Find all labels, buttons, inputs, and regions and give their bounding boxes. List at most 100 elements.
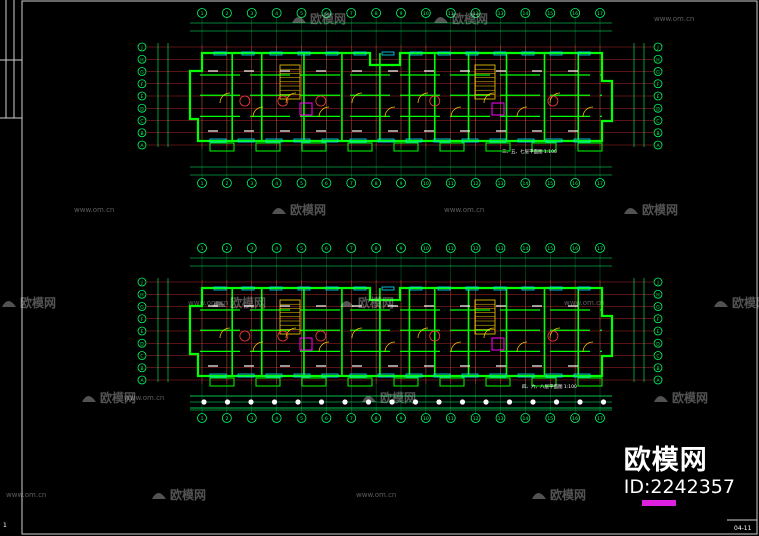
window: [269, 286, 283, 291]
axis-label-side: A: [656, 378, 660, 384]
axis-label-side: J: [140, 45, 142, 51]
door-swing: [285, 327, 297, 339]
axis-bubble-bottom: [470, 413, 481, 423]
axis-label-top: 8: [375, 11, 378, 17]
axis-label-side: B: [140, 366, 143, 372]
axis-label-side: J: [656, 280, 658, 286]
axis-label-top: 13: [498, 11, 504, 17]
axis-bubble-side: [653, 351, 663, 360]
axis-bubble-top: [495, 8, 506, 18]
door-swing: [285, 92, 297, 104]
axis-label-top: 1: [201, 11, 204, 17]
axis-label-bottom: 6: [325, 181, 328, 187]
axis-bubble-bottom: [371, 178, 382, 188]
ground-light: [600, 399, 607, 405]
axis-label-bottom: 13: [498, 416, 504, 422]
brand-logo-icon: [340, 301, 354, 307]
ground-light: [224, 399, 231, 405]
axis-label-side: F: [657, 317, 660, 323]
axis-bubble-bottom: [445, 178, 456, 188]
site-watermark-text: www.om.cn: [124, 394, 164, 402]
ground-light: [295, 399, 301, 405]
axis-label-top: 16: [572, 246, 578, 252]
axis-bubble-top: [470, 8, 481, 18]
axis-label-top: 10: [423, 11, 429, 17]
axis-bubble-bottom: [197, 413, 207, 423]
balcony: [439, 377, 465, 387]
axis-label-bottom: 10: [423, 416, 429, 422]
window: [545, 138, 563, 143]
brand-watermark-text: 欧模网: [170, 487, 206, 502]
axis-label-side: G: [656, 70, 660, 76]
axis-label-bottom: 2: [225, 416, 228, 422]
window: [265, 373, 283, 378]
brand-logo-icon: [2, 301, 16, 307]
door-swing: [483, 327, 495, 339]
balcony: [301, 142, 327, 152]
sheet-mark: 1: [3, 522, 7, 529]
axis-label-side: B: [656, 366, 659, 372]
axis-bubble-side: [653, 363, 663, 373]
site-watermark-text: www.om.cn: [444, 206, 484, 214]
axis-bubble-top: [595, 243, 605, 253]
window: [461, 373, 479, 378]
door-swing: [417, 327, 429, 339]
balcony: [347, 377, 373, 387]
axis-bubble-top: [221, 8, 232, 18]
site-watermark-text: www.om.cn: [6, 491, 46, 499]
axis-bubble-bottom: [420, 413, 431, 423]
door-swing: [450, 106, 462, 118]
axis-label-top: 4: [275, 246, 278, 252]
window: [321, 373, 339, 378]
window: [213, 286, 227, 291]
axis-label-side: F: [657, 82, 660, 88]
brand-logo-icon: [292, 17, 306, 23]
brand-watermark-text: 欧模网: [672, 390, 708, 405]
door-swing: [351, 92, 363, 104]
window: [545, 373, 563, 378]
brand-watermark-text: 欧模网: [310, 11, 346, 26]
door-swing: [351, 327, 363, 339]
axis-label-top: 12: [473, 246, 479, 252]
axis-label-bottom: 3: [250, 416, 253, 422]
brand-id: ID:2242357: [623, 476, 735, 498]
axis-bubble-side: [137, 42, 147, 52]
axis-label-top: 15: [547, 11, 553, 17]
brand-logo-icon: [714, 301, 728, 307]
axis-bubble-side: [137, 314, 147, 324]
axis-label-side: A: [140, 143, 144, 149]
axis-label-top: 15: [547, 246, 553, 252]
window: [573, 138, 591, 143]
window: [241, 51, 255, 56]
brand-watermark-text: 欧模网: [550, 487, 586, 502]
axis-label-bottom: 5: [300, 181, 303, 187]
elevator-shaft: [299, 337, 313, 351]
axis-bubble-bottom: [246, 178, 257, 188]
axis-label-bottom: 11: [448, 181, 454, 187]
axis-label-side: B: [656, 131, 659, 137]
brand-logo-icon: [434, 17, 448, 23]
room-marker: [277, 330, 289, 342]
axis-bubble-bottom: [495, 413, 506, 423]
axis-bubble-side: [653, 91, 663, 101]
axis-label-side: C: [140, 354, 143, 360]
room-marker: [277, 95, 289, 107]
sheet-code: 04-11: [734, 525, 752, 532]
axis-bubble-bottom: [246, 413, 257, 423]
window: [237, 138, 255, 143]
axis-bubble-bottom: [396, 178, 406, 188]
axis-label-bottom: 17: [597, 181, 603, 187]
axis-label-bottom: 7: [350, 181, 353, 187]
window: [549, 51, 563, 56]
brand-logo-icon: [532, 493, 546, 499]
window: [209, 373, 227, 378]
axis-label-top: 9: [400, 246, 403, 252]
axis-bubble-top: [197, 8, 207, 18]
axis-bubble-top: [520, 8, 531, 18]
balcony: [485, 142, 511, 152]
door-swing: [252, 341, 264, 353]
door-swing: [219, 327, 231, 339]
brand-watermark-text: 欧模网: [100, 390, 136, 405]
axis-bubble-top: [371, 243, 382, 253]
axis-bubble-top: [296, 243, 307, 253]
